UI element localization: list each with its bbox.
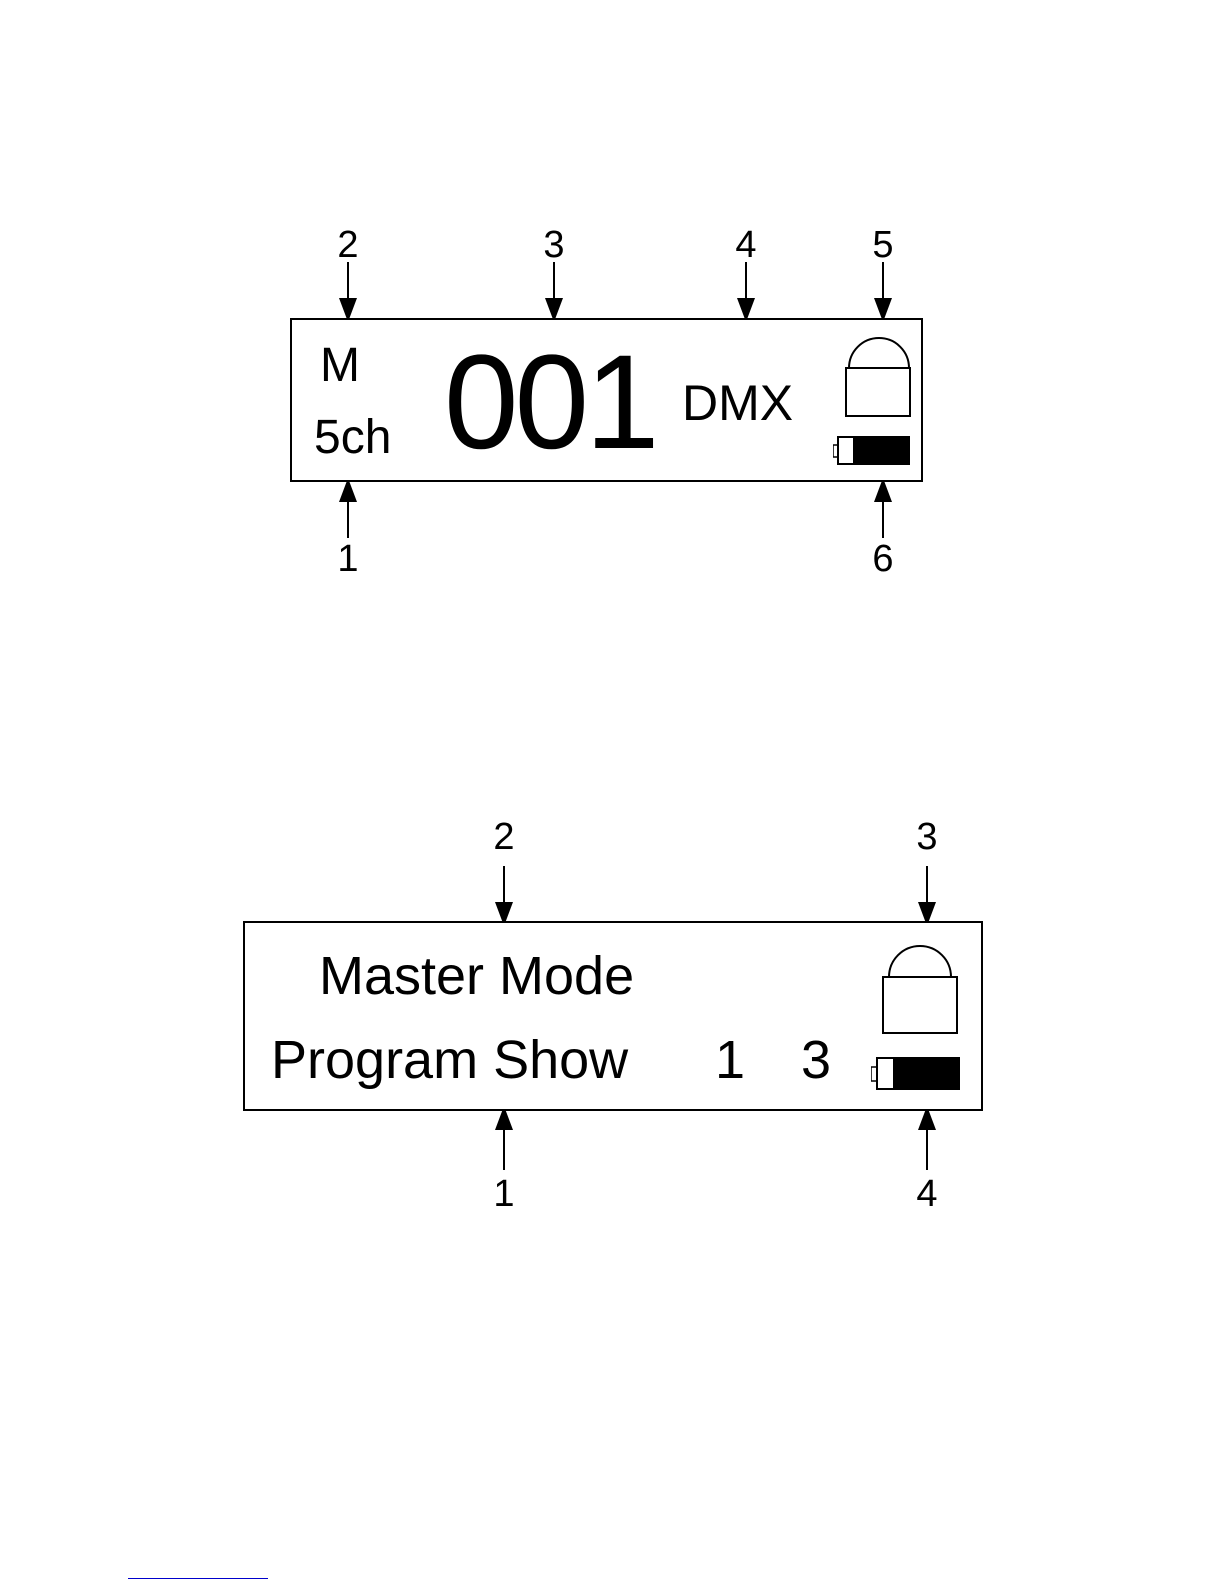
dmx-address: 001 — [444, 336, 656, 470]
callout-1: 1 — [484, 1175, 524, 1213]
callout-6: 6 — [863, 540, 903, 578]
footer-rule — [128, 1578, 268, 1579]
callout-2: 2 — [328, 226, 368, 264]
channel-count: 5ch — [314, 414, 391, 462]
mode-title: Master Mode — [319, 949, 634, 1003]
program-show-label: Program Show — [271, 1033, 628, 1087]
battery-icon — [833, 436, 911, 466]
program-value-a: 1 — [715, 1033, 745, 1087]
lcd-screen-1: M 5ch 001 DMX — [290, 318, 923, 482]
lock-icon — [844, 334, 914, 420]
program-value-b: 3 — [801, 1033, 831, 1087]
callout-2: 2 — [484, 818, 524, 856]
callout-1: 1 — [328, 540, 368, 578]
signal-label: DMX — [682, 378, 793, 428]
mode-letter: M — [320, 342, 360, 390]
lcd-diagram-1: 2 3 4 5 1 6 M 5ch 001 DMX — [0, 0, 1225, 620]
callout-5: 5 — [863, 226, 903, 264]
callout-4: 4 — [907, 1175, 947, 1213]
callout-arrows-1 — [0, 0, 1225, 620]
lock-icon — [881, 937, 959, 1037]
lcd-screen-2: Master Mode Program Show 1 3 — [243, 921, 983, 1111]
battery-icon — [871, 1057, 961, 1091]
lcd-diagram-2: 2 3 1 4 Master Mode Program Show 1 3 — [0, 620, 1225, 1300]
callout-3: 3 — [907, 818, 947, 856]
callout-3: 3 — [534, 226, 574, 264]
callout-4: 4 — [726, 226, 766, 264]
